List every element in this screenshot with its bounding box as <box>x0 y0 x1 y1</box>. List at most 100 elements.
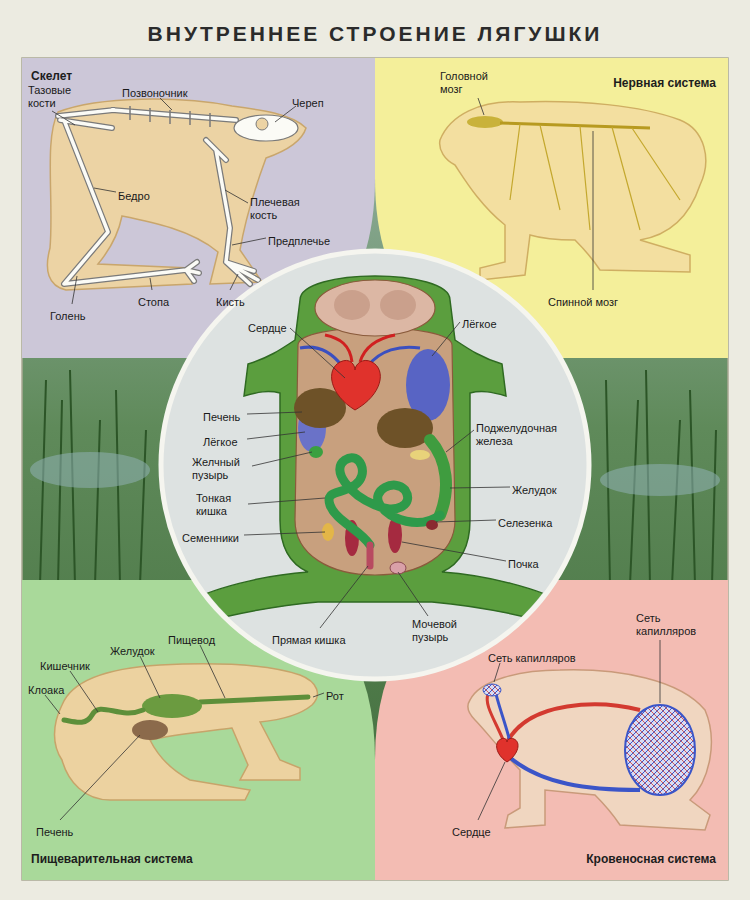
title-holder: ВНУТРЕННЕЕ СТРОЕНИЕ ЛЯГУШКИ <box>0 22 750 46</box>
dissected-frog-part <box>180 276 570 626</box>
part-label: Голень <box>50 310 85 323</box>
leader-lines-part <box>450 487 510 488</box>
circulatory-frog-part <box>483 684 501 696</box>
dissected-frog-part <box>380 290 416 320</box>
label-holder: Селезенка <box>498 513 552 531</box>
part-label: Желчный пузырь <box>192 456 250 482</box>
part-label: Спинной мозг <box>548 296 618 309</box>
nervous-frog-part <box>440 102 706 280</box>
label-holder: Голень <box>50 306 85 324</box>
dissected-frog <box>180 276 570 626</box>
leader-lines-part <box>94 188 116 192</box>
circulatory-frog <box>468 670 711 830</box>
leader-lines-part <box>478 98 484 115</box>
leader-lines-part <box>140 656 160 698</box>
digestive-frog-part <box>55 664 318 800</box>
label-holder: Желудок <box>110 641 155 659</box>
label-holder: Сеть капилляров <box>636 612 706 639</box>
panel-heading: Нервная система <box>613 76 716 90</box>
dissected-frog-part <box>410 450 430 460</box>
panel-heading: Пищеварительная система <box>31 852 193 866</box>
part-label: Бедро <box>118 190 150 203</box>
dissected-frog-part <box>315 280 435 336</box>
skeleton-frog-part <box>47 99 306 290</box>
part-label: Семенники <box>182 532 239 545</box>
nervous-frog-part <box>467 116 503 128</box>
dissection-circle <box>161 251 589 679</box>
dissected-frog-part <box>430 440 446 515</box>
circulatory-frog-part <box>625 705 695 795</box>
part-label: Головной мозг <box>440 70 502 96</box>
leader-lines-part <box>290 328 345 378</box>
part-label: Тонкая кишка <box>196 492 246 518</box>
part-label: Клоака <box>28 684 64 697</box>
leader-lines-part <box>660 640 661 703</box>
leader-lines-part <box>160 98 172 110</box>
skeleton-frog-part <box>234 115 298 141</box>
dissected-frog-part <box>426 520 438 530</box>
water-part <box>30 452 150 488</box>
leader-lines-part <box>247 432 305 439</box>
leader-lines-part <box>432 322 460 356</box>
label-holder: Прямая кишка <box>272 630 346 648</box>
label-holder: Тазовые кости <box>28 84 90 111</box>
leader-lines-part <box>398 572 428 616</box>
label-holder: Спинной мозг <box>548 292 618 310</box>
panel-heading: Кровеносная система <box>586 852 716 866</box>
skeleton-frog-part <box>58 110 258 284</box>
leader-lines-part <box>230 274 238 290</box>
label-holder: Кишечник <box>40 656 90 674</box>
leader-lines-part <box>200 645 225 698</box>
part-label: Кисть <box>216 296 245 309</box>
skeleton-frog-part <box>58 110 258 284</box>
label-holder: Лёгкое <box>203 432 238 450</box>
leader-lines-part <box>244 532 325 535</box>
leader-lines-part <box>225 190 248 203</box>
part-label: Плечевая кость <box>250 196 310 222</box>
dissection-circle-part <box>161 251 589 679</box>
label-holder: Сеть капилляров <box>488 648 576 666</box>
digestive-frog-part <box>142 694 202 718</box>
nervous-frog <box>440 102 706 280</box>
leader-lines-part <box>313 693 324 697</box>
leader-lines-part <box>320 566 368 628</box>
leader-lines-part <box>402 542 506 561</box>
part-label: Предплечье <box>268 235 330 248</box>
label-holder: Кисть <box>216 292 245 310</box>
leader-lines-part <box>52 111 75 125</box>
dissected-frog-part <box>367 545 374 566</box>
digestive-frog-part <box>200 697 308 702</box>
part-label: Мочевой пузырь <box>412 618 474 644</box>
part-label: Череп <box>292 97 324 110</box>
part-label: Рот <box>326 690 344 703</box>
digestive-frog <box>55 664 318 800</box>
leader-lines-part <box>248 498 325 504</box>
leader-lines-part <box>70 671 98 712</box>
label-holder: Тонкая кишка <box>196 492 246 519</box>
water-part <box>600 464 720 496</box>
label-holder: Стопа <box>138 292 169 310</box>
leader-lines-part <box>232 238 266 245</box>
label-holder: Поджелудочная железа <box>476 422 568 449</box>
part-label: Прямая кишка <box>272 634 346 647</box>
circulatory-frog-part <box>497 738 518 762</box>
part-label: Сеть капилляров <box>636 612 706 638</box>
panel-outline <box>375 580 728 880</box>
label-holder: Семенники <box>182 528 239 546</box>
part-label: Сердце <box>248 322 287 335</box>
leader-lines-part <box>60 735 140 820</box>
label-holder: Печень <box>203 407 240 425</box>
label-holder: Бедро <box>118 186 150 204</box>
circulatory-frog-part <box>507 755 640 790</box>
leader-lines-part <box>436 520 496 522</box>
label-holder: Пищевод <box>168 630 215 648</box>
leader-lines-part <box>593 131 594 290</box>
part-label: Желудок <box>512 484 557 497</box>
photo-frame <box>22 58 728 880</box>
panel-heading: Скелет <box>31 69 72 83</box>
dissected-frog-part <box>295 328 455 575</box>
